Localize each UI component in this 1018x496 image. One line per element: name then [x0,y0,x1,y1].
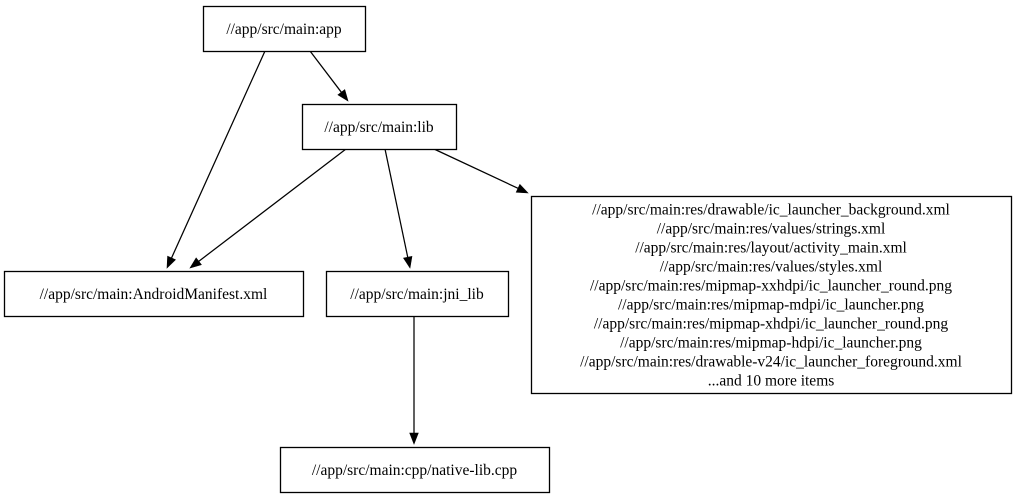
node-resources-group-label-line-10: ...and 10 more items [708,372,835,389]
node-android-manifest-label-line-1: //app/src/main:AndroidManifest.xml [40,286,268,303]
node-jni-lib[interactable]: //app/src/main:jni_lib [325,270,510,318]
edge-lib-to-manifest-arrowhead-icon [189,257,202,269]
edge-jni-lib-to-native-lib-arrowhead-icon [409,432,419,445]
node-app-box[interactable] [202,5,367,53]
node-resources-group-label-line-5: //app/src/main:res/mipmap-xxhdpi/ic_laun… [590,277,952,294]
edge-app-to-lib [309,50,349,102]
node-resources-group-label-line-7: //app/src/main:res/mipmap-xhdpi/ic_launc… [594,315,949,332]
node-resources-group-box[interactable] [530,195,1013,395]
edge-lib-to-resources-arrowhead-icon [515,183,529,194]
node-lib[interactable]: //app/src/main:lib [301,103,458,151]
edge-app-to-manifest [166,50,266,269]
edge-lib-to-manifest-line [197,148,347,263]
edge-app-to-lib-arrowhead-icon [337,89,349,102]
node-resources-group-label-line-6: //app/src/main:res/mipmap-mdpi/ic_launch… [618,296,924,313]
node-android-manifest-box[interactable] [3,270,305,318]
edge-lib-to-manifest [189,148,347,269]
node-resources-group-label-line-2: //app/src/main:res/values/strings.xml [657,220,886,237]
edge-lib-to-resources [433,148,529,194]
edge-lib-to-jni-lib-line [384,148,409,259]
node-android-manifest[interactable]: //app/src/main:AndroidManifest.xml [3,270,305,318]
node-native-lib-cpp-label-line-1: //app/src/main:cpp/native-lib.cpp [312,462,518,479]
edge-app-to-manifest-arrowhead-icon [166,255,176,269]
node-resources-group-label-line-1: //app/src/main:res/drawable/ic_launcher_… [592,201,950,218]
node-resources-group-label-line-9: //app/src/main:res/drawable-v24/ic_launc… [580,353,962,370]
edge-lib-to-jni-lib-arrowhead-icon [403,255,413,269]
edge-lib-to-resources-line [433,148,520,190]
node-resources-group-label-line-3: //app/src/main:res/layout/activity_main.… [635,239,907,256]
node-app[interactable]: //app/src/main:app [202,5,367,53]
edge-lib-to-jni-lib [384,148,413,269]
node-resources-group-label-line-8: //app/src/main:res/mipmap-hdpi/ic_launch… [620,334,922,351]
edges-layer [166,50,529,445]
node-resources-group-label-line-4: //app/src/main:res/values/styles.xml [660,258,883,275]
edge-jni-lib-to-native-lib [409,316,419,445]
node-native-lib-cpp[interactable]: //app/src/main:cpp/native-lib.cpp [279,446,551,494]
node-app-label-line-1: //app/src/main:app [226,21,342,38]
node-lib-box[interactable] [301,103,458,151]
nodes-layer: //app/src/main:app //app/src/main:lib //ap… [3,5,1013,494]
edge-app-to-manifest-line [170,50,266,260]
node-native-lib-cpp-box[interactable] [279,446,551,494]
node-jni-lib-label-line-1: //app/src/main:jni_lib [350,286,484,303]
node-lib-label-line-1: //app/src/main:lib [324,119,434,136]
node-jni-lib-box[interactable] [325,270,510,318]
node-resources-group[interactable]: //app/src/main:res/drawable/ic_launcher_… [530,195,1013,395]
edge-app-to-lib-line [309,50,343,94]
